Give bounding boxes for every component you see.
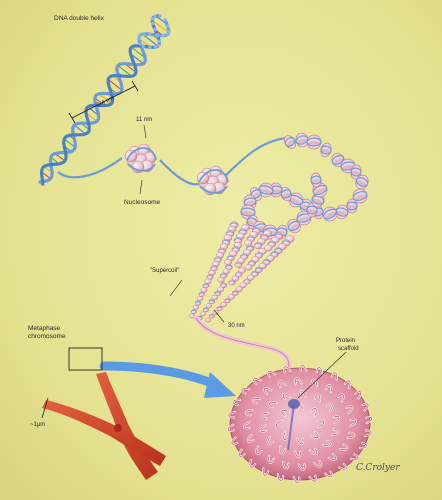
label-11nm: 11 nm: [136, 117, 152, 123]
supercoil-icon: [240, 132, 369, 240]
label-dna-helix: DNA double helix: [54, 15, 105, 22]
leader-line: [169, 279, 183, 297]
dna-helix-icon: [38, 14, 171, 186]
leader-line: [143, 124, 147, 139]
scaffold-icon: [227, 364, 373, 484]
label-scaffold-1: Protein: [336, 338, 355, 344]
label-metaphase-1: Metaphase: [28, 325, 61, 332]
leader-line: [139, 179, 143, 195]
nucleosome-icon: [196, 165, 229, 196]
chromosome-icon: [42, 372, 166, 480]
arrow-icon: [99, 361, 236, 398]
linker-dna: [224, 136, 287, 177]
fiber-30nm: [189, 221, 295, 323]
label-nucleosome: Nucleosome: [124, 199, 161, 206]
dna-dimension-marker: [68, 80, 139, 124]
label-1um: ~1μm: [30, 422, 45, 428]
leader-line: [213, 309, 225, 323]
artist-signature: C.Crolyer: [356, 463, 400, 473]
leader-line: [297, 351, 347, 399]
magnification-box: [68, 347, 103, 371]
label-30nm: 30 nm: [228, 323, 245, 329]
scale-bar: [41, 397, 49, 419]
label-supercoil: "Supercoil": [150, 268, 179, 274]
linker-dna: [57, 157, 123, 179]
label-scaffold-2: scaffold: [338, 346, 359, 352]
label-metaphase-2: chromosome: [28, 333, 66, 340]
nucleosome-icon: [124, 143, 157, 174]
